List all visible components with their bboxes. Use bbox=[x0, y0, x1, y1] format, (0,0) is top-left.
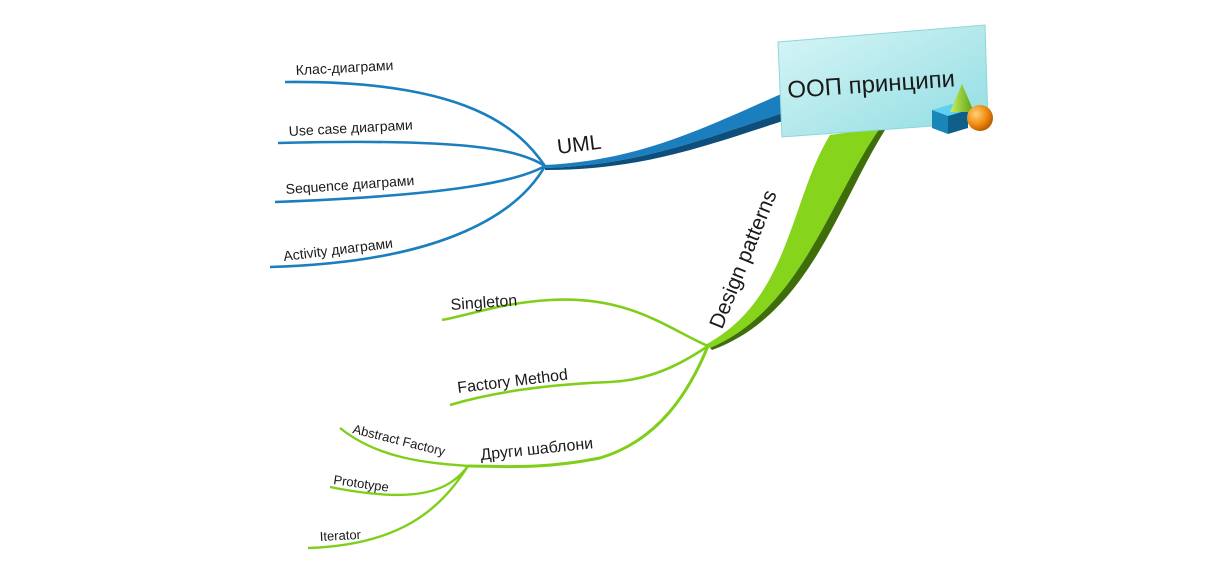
design-patterns-trunk bbox=[705, 128, 880, 348]
uml-child-line-3 bbox=[274, 164, 546, 204]
uml-label: UML bbox=[556, 131, 603, 159]
uml-child-line-4 bbox=[269, 165, 547, 269]
other-child-abstract-factory: Abstract Factory bbox=[351, 421, 447, 459]
dp-child-line-factory bbox=[449, 344, 709, 407]
dp-child-other: Други шаблони bbox=[480, 435, 594, 464]
central-topic[interactable]: ООП принципи bbox=[777, 24, 993, 138]
other-child-line-1 bbox=[339, 427, 469, 468]
uml-child-line-2 bbox=[277, 140, 546, 168]
other-child-line-2 bbox=[329, 465, 469, 497]
3d-shapes-icon bbox=[932, 84, 993, 134]
uml-branch[interactable]: UML Клас-диаграми Use case диаграми Sequ… bbox=[269, 57, 792, 269]
design-patterns-trunk-shadow bbox=[710, 128, 885, 350]
uml-child-line-1 bbox=[284, 80, 547, 167]
uml-child-2: Use case диаграми bbox=[288, 117, 413, 139]
other-child-iterator: Iterator bbox=[319, 527, 362, 544]
uml-child-3: Sequence диаграми bbox=[285, 172, 415, 197]
dp-child-line-other bbox=[467, 345, 710, 469]
dp-child-singleton: Singleton bbox=[450, 292, 518, 314]
dp-child-line-singleton bbox=[441, 298, 709, 348]
design-patterns-branch[interactable]: Design patterns Singleton Factory Method… bbox=[307, 128, 885, 550]
dp-child-factory: Factory Method bbox=[456, 367, 568, 397]
uml-child-1: Клас-диаграми bbox=[295, 57, 393, 78]
other-child-line-3 bbox=[307, 465, 470, 550]
uml-child-4: Activity диаграми bbox=[282, 235, 393, 264]
